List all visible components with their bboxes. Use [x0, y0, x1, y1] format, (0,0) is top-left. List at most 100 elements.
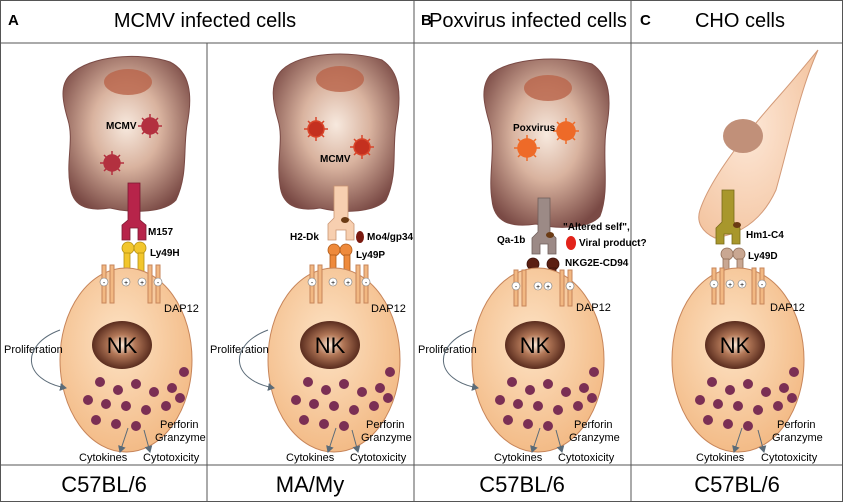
charge-signs: - + + - — [99, 277, 163, 287]
strain-label-1: C57BL/6 — [61, 472, 147, 497]
virus-label: MCMV — [320, 154, 351, 165]
proliferation-arrow — [443, 329, 479, 391]
column-mcmv-c57bl6: MCMV M157 Ly49H - + + - DAP12 NK — [4, 55, 206, 464]
mcmv-virus — [304, 117, 328, 141]
charge-sign: + — [728, 282, 732, 289]
panel-letter-a: A — [8, 12, 19, 29]
nk-label: NK — [720, 333, 751, 358]
infected-cell — [483, 58, 610, 228]
charge-sign: - — [569, 284, 572, 291]
nk-nucleus — [505, 321, 565, 369]
nk-label: NK — [107, 333, 138, 358]
charge-sign: + — [331, 280, 335, 287]
receptor-label: NKG2E-CD94 — [565, 258, 629, 269]
infected-cell-nucleus — [104, 69, 152, 95]
adaptor-label: DAP12 — [576, 302, 611, 314]
infected-cell — [62, 55, 191, 212]
receptor-label: Ly49H — [150, 248, 180, 259]
cytokine-arrow — [732, 427, 743, 453]
adaptor-label: DAP12 — [164, 303, 199, 315]
charge-signs: - + + - — [511, 281, 575, 291]
cytotoxicity-arrow — [555, 429, 565, 453]
peptide-marker — [733, 222, 741, 228]
charge-sign: - — [713, 282, 716, 289]
hm1c4-ligand — [715, 189, 741, 245]
charge-sign: + — [346, 280, 350, 287]
peptide-marker — [546, 232, 554, 238]
charge-sign: - — [515, 284, 518, 291]
infected-cell-nucleus — [316, 66, 364, 92]
charge-signs: - + + - — [307, 277, 371, 287]
m157-ligand — [121, 182, 147, 241]
perforin-label: Perforin — [777, 419, 816, 431]
charge-sign: - — [761, 282, 764, 289]
charge-sign: + — [536, 284, 540, 291]
charge-sign: + — [740, 282, 744, 289]
charge-sign: - — [157, 280, 160, 287]
mo4-gp34-marker — [356, 231, 364, 243]
h2dk-ligand — [327, 185, 355, 241]
mcmv-virus — [100, 151, 124, 175]
extra-label-2: Viral product? — [579, 238, 647, 249]
proliferation-label: Proliferation — [418, 344, 477, 356]
nk-label: NK — [520, 333, 551, 358]
nk-nucleus — [300, 321, 360, 369]
granzyme-label: Granzyme — [569, 432, 620, 444]
poxvirus-particle — [553, 118, 579, 144]
strain-label-2: MA/My — [276, 472, 344, 497]
mcmv-virus — [350, 135, 374, 159]
infected-cell — [272, 53, 400, 212]
perforin-label: Perforin — [160, 419, 199, 431]
receptor-label: Ly49D — [748, 251, 778, 262]
extra-label: Mo4/gp34 — [367, 232, 414, 243]
charge-sign: - — [365, 280, 368, 287]
virus-label: MCMV — [106, 121, 137, 132]
strain-label-4: C57BL/6 — [694, 472, 780, 497]
charge-sign: + — [124, 280, 128, 287]
cytokine-arrow — [118, 427, 129, 453]
nk-nucleus — [92, 321, 152, 369]
granzyme-label: Granzyme — [155, 432, 206, 444]
cytokines-label: Cytokines — [494, 452, 543, 464]
cytotoxicity-label: Cytotoxicity — [143, 452, 200, 464]
poxvirus-particle — [514, 135, 540, 161]
virus-label: Poxvirus — [513, 123, 556, 134]
peptide-marker — [341, 217, 349, 223]
column-cho-cells: Hm1-C4 Ly49D - + + - DAP12 NK — [671, 49, 823, 464]
column-mcmv-mamy: MCMV H2-Dk Mo4/gp34 Ly49P - + + - DAP12 … — [210, 53, 414, 464]
receptor-label: Ly49P — [356, 250, 385, 261]
granules — [83, 367, 189, 431]
column-poxvirus: Poxvirus Qa-1b "Altered self", Viral pro… — [418, 58, 647, 464]
panel-letter-b: B — [421, 12, 432, 29]
adaptor-label: DAP12 — [371, 303, 406, 315]
cytotoxicity-arrow — [143, 429, 153, 453]
ligand-label: M157 — [148, 227, 173, 238]
cytokine-arrow — [326, 427, 337, 453]
cytotoxicity-arrow — [351, 429, 361, 453]
proliferation-arrow — [31, 329, 67, 391]
nk-nucleus — [705, 321, 765, 369]
panel-letter-c: C — [640, 12, 651, 29]
altered-self-marker — [566, 236, 576, 250]
nk-label: NK — [315, 333, 346, 358]
panel-title-a: MCMV infected cells — [114, 10, 296, 32]
perforin-label: Perforin — [366, 419, 405, 431]
ligand-side-label: Qa-1b — [497, 235, 525, 246]
granules — [495, 367, 599, 431]
charge-sign: + — [140, 280, 144, 287]
cytotoxicity-label: Cytotoxicity — [761, 452, 818, 464]
cytokine-arrow — [530, 427, 541, 453]
granules — [291, 367, 395, 431]
cytokines-label: Cytokines — [286, 452, 335, 464]
ligand-side-label: H2-Dk — [290, 232, 319, 243]
charge-sign: + — [546, 284, 550, 291]
mcmv-virus — [138, 114, 162, 138]
proliferation-label: Proliferation — [210, 344, 269, 356]
strain-label-3: C57BL/6 — [479, 472, 565, 497]
granules — [695, 367, 799, 431]
cho-cell-nucleus — [723, 119, 763, 153]
panel-title-c: CHO cells — [695, 10, 785, 32]
ligand-label: Hm1-C4 — [746, 230, 784, 241]
cytokines-label: Cytokines — [79, 452, 128, 464]
